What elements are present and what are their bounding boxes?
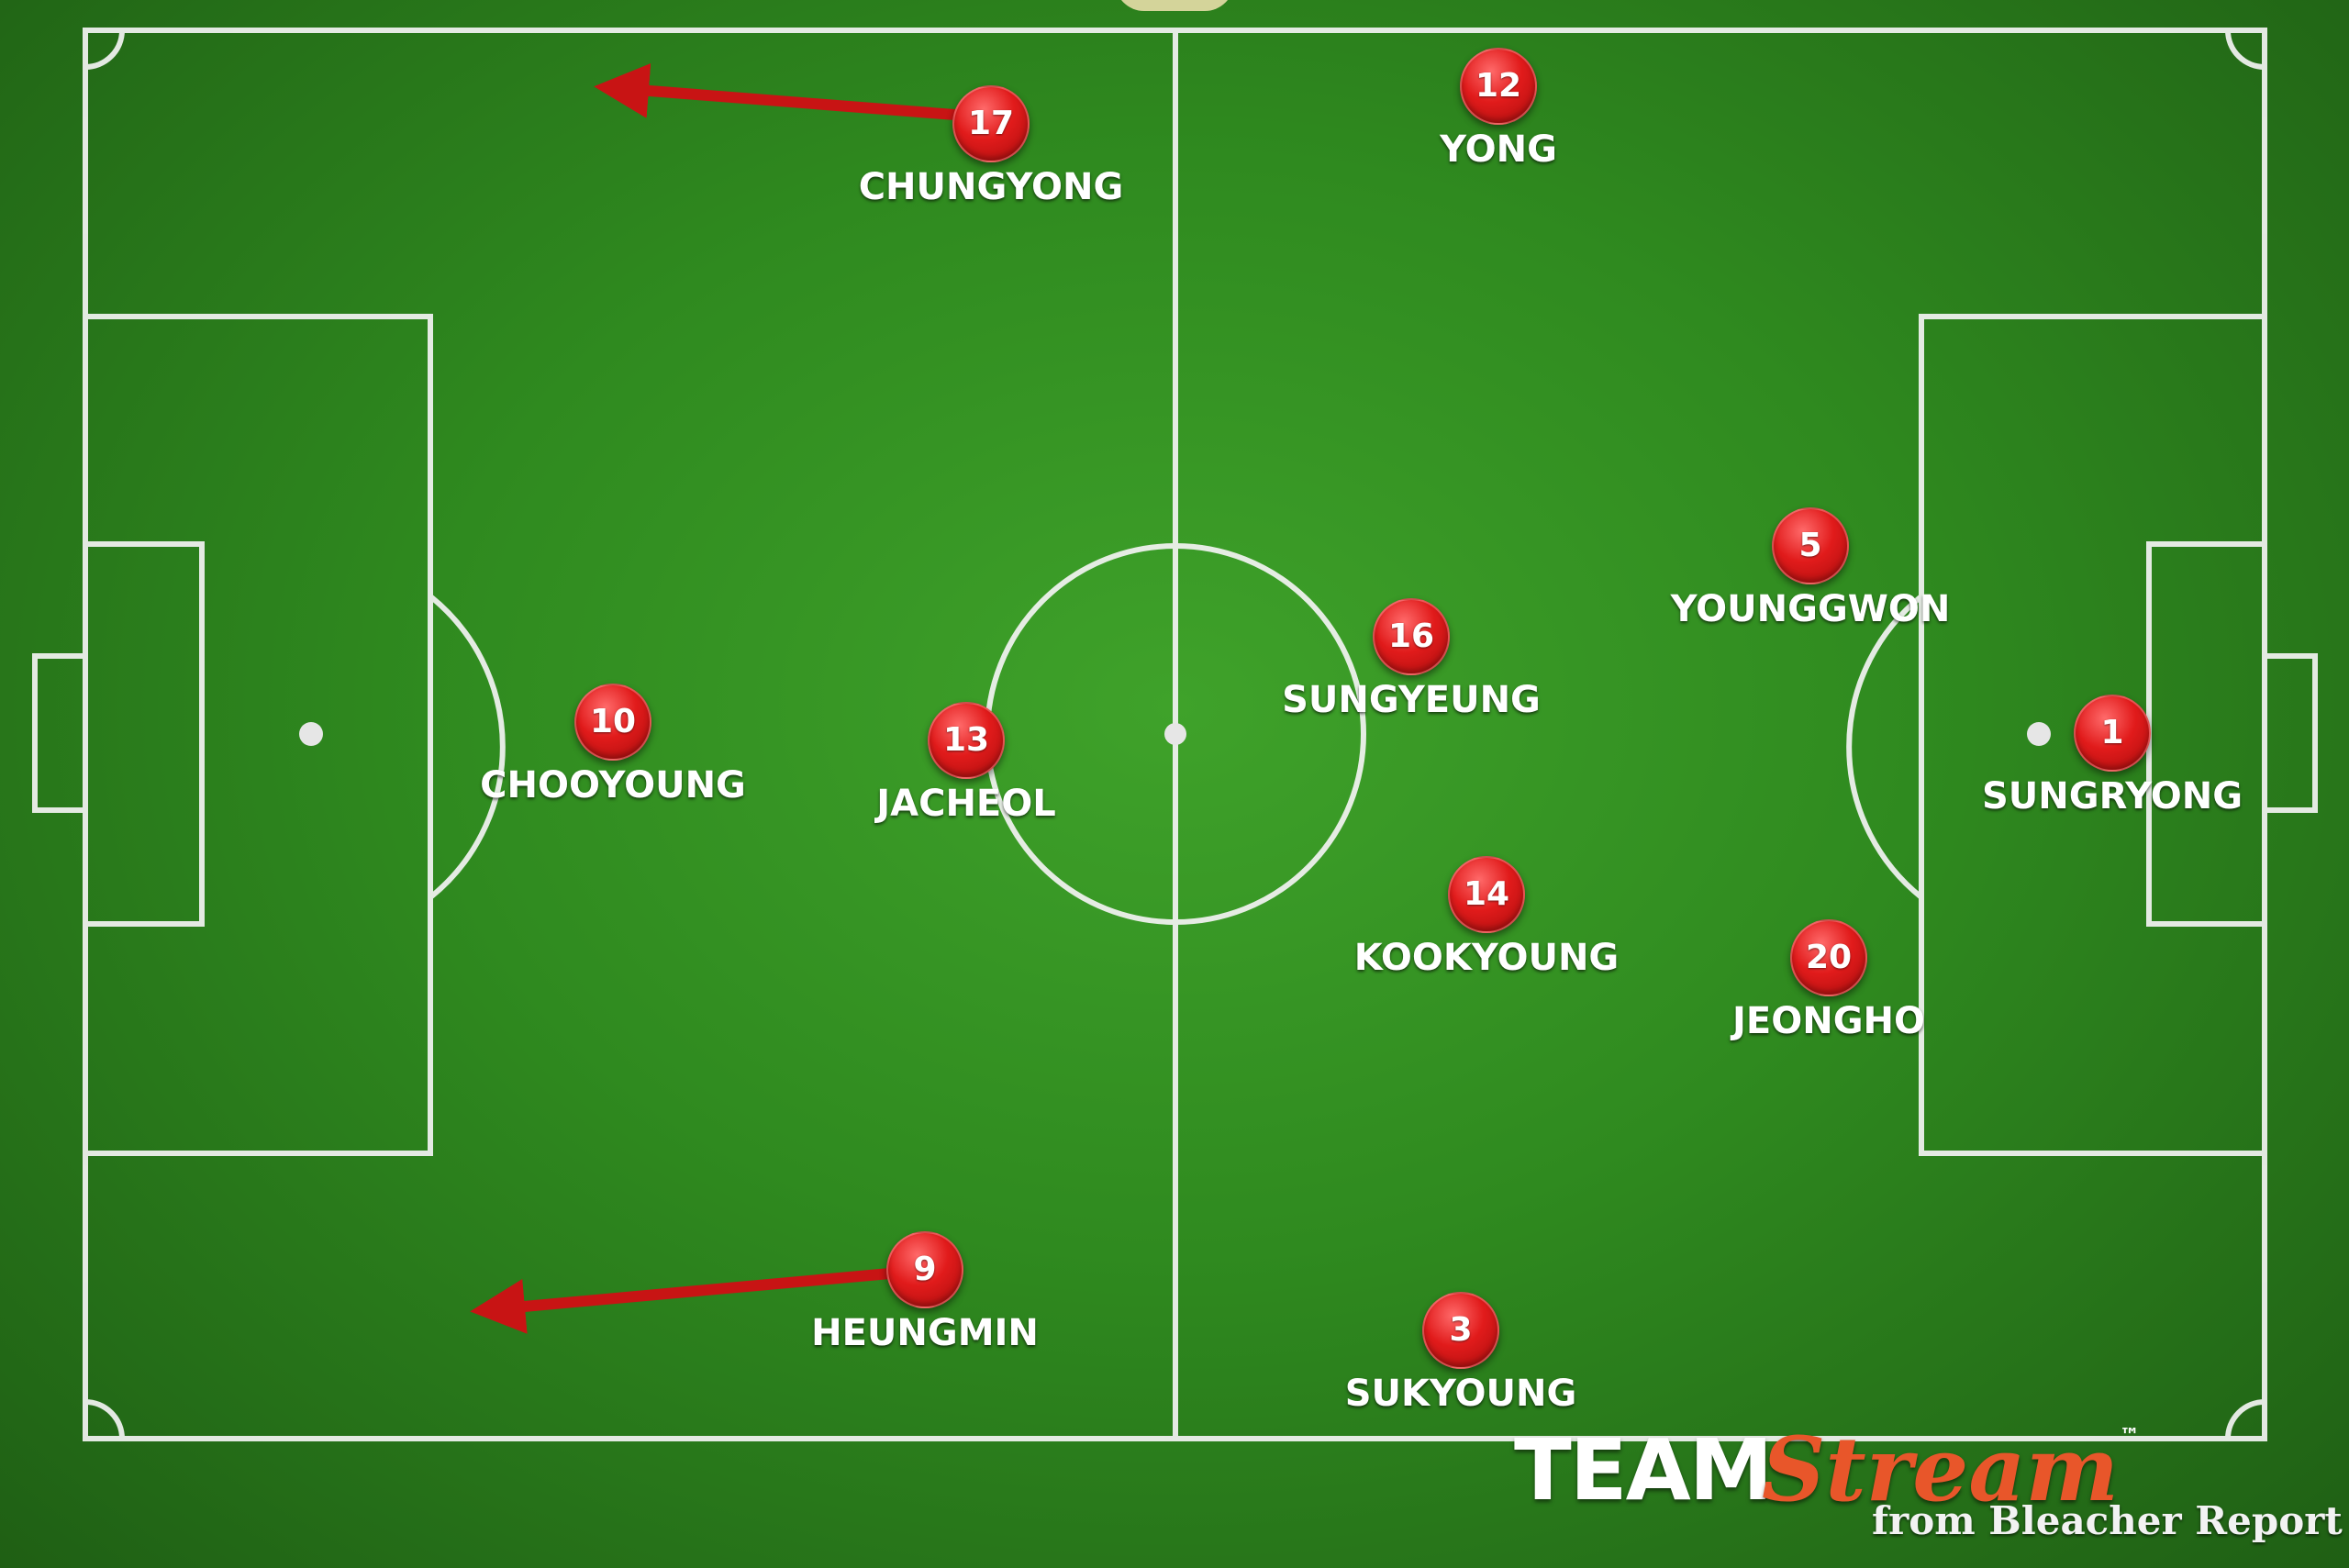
run-arrow-heungmin <box>470 1268 896 1334</box>
left-penalty-spot <box>299 722 323 746</box>
player-yong: 12 YONG <box>1315 48 1682 176</box>
player-number-badge: 17 <box>952 85 1030 162</box>
run-arrow-chungyong <box>594 63 960 120</box>
corner-arc-bottom-left <box>84 1399 125 1440</box>
player-sungyeung: 16 SUNGYEUNG <box>1228 598 1595 727</box>
player-name-label: JACHEOL <box>876 783 1056 825</box>
right-penalty-spot <box>2027 722 2051 746</box>
player-name-label: KOOKYOUNG <box>1353 937 1620 979</box>
left-goal <box>32 653 88 813</box>
right-penalty-arc <box>1846 594 1923 900</box>
player-number-badge: 10 <box>574 684 651 761</box>
brand-subtitle: from Bleacher Report <box>1872 1498 2343 1543</box>
player-name-label: SUNGRYONG <box>1981 775 2243 817</box>
player-number-badge: 16 <box>1373 598 1450 675</box>
player-kookyoung: 14 KOOKYOUNG <box>1303 856 1670 984</box>
player-number-badge: 9 <box>886 1231 963 1308</box>
corner-arc-top-right <box>2225 29 2266 70</box>
player-name-label: CHOOYOUNG <box>480 764 746 806</box>
brand-team-text: TEAM <box>1514 1421 1773 1519</box>
player-heungmin: 9 HEUNGMIN <box>741 1231 1108 1360</box>
right-goal <box>2262 653 2318 813</box>
player-chooyoung: 10 CHOOYOUNG <box>429 684 796 812</box>
trademark-symbol: ™ <box>2120 1425 2140 1448</box>
player-number-badge: 1 <box>2074 695 2151 772</box>
player-name-label: YONG <box>1440 128 1557 171</box>
player-name-label: HEUNGMIN <box>811 1312 1039 1354</box>
player-younggwon: 5 YOUNGGWON <box>1627 507 1994 636</box>
teamstream-logo: TEAM Stream ™ from Bleacher Report <box>1514 1418 2343 1543</box>
player-number-badge: 13 <box>928 702 1005 779</box>
player-number-badge: 5 <box>1772 507 1849 584</box>
player-number-badge: 3 <box>1422 1292 1499 1369</box>
player-name-label: JEONGHO <box>1732 1000 1925 1042</box>
center-spot <box>1164 723 1186 745</box>
player-number-badge: 20 <box>1790 919 1867 996</box>
left-penalty-arc <box>429 594 506 900</box>
corner-arc-bottom-right <box>2225 1399 2266 1440</box>
player-number-badge: 12 <box>1460 48 1537 125</box>
brand-stream-text: Stream <box>1762 1418 2120 1521</box>
player-name-label: YOUNGGWON <box>1670 588 1951 630</box>
player-sungryong: 1 SUNGRYONG <box>1929 695 2296 823</box>
left-goal-area <box>83 541 205 927</box>
team-crest <box>1115 0 1234 11</box>
left-penalty-area <box>83 314 433 1156</box>
player-name-label: SUNGYEUNG <box>1282 679 1541 721</box>
player-sukyoung: 3 SUKYOUNG <box>1277 1292 1644 1420</box>
player-jeongho: 20 JEONGHO <box>1645 919 2012 1048</box>
corner-arc-top-left <box>84 29 125 70</box>
player-jacheol: 13 JACHEOL <box>783 702 1150 830</box>
player-name-label: CHUNGYONG <box>858 166 1124 208</box>
player-name-label: SUKYOUNG <box>1344 1373 1577 1415</box>
player-number-badge: 14 <box>1448 856 1525 933</box>
player-chungyong: 17 CHUNGYONG <box>807 85 1174 214</box>
